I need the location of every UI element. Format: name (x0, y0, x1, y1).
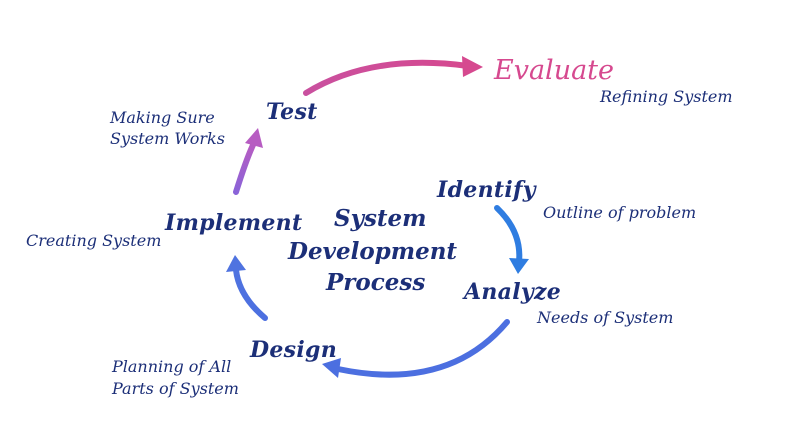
stage-label-implement: Implement (165, 210, 303, 236)
stage-label-design: Design (250, 337, 337, 363)
stage-description-identify: Outline of problem (543, 203, 697, 222)
arrow-implement-to-test (233, 128, 263, 195)
arrow-analyze-to-design (322, 319, 510, 378)
stage-description-evaluate: Refining System (600, 87, 733, 106)
stage-label-analyze: Analyze (464, 279, 562, 305)
arrow-identify-to-analyze (494, 205, 529, 274)
stage-description-test-line-2: System Works (110, 129, 225, 148)
stage-description-design-line-2: Parts of System (112, 379, 239, 398)
center-title-line-3: Process (326, 269, 426, 296)
stage-description-analyze: Needs of System (537, 308, 674, 327)
center-title-line-1: System (334, 205, 427, 232)
stage-label-test: Test (266, 99, 318, 125)
stage-description-implement: Creating System (26, 231, 162, 250)
stage-label-evaluate: Evaluate (494, 55, 615, 86)
center-title-line-2: Development (288, 238, 458, 265)
arrow-test-to-evaluate (303, 56, 483, 96)
stage-label-identify: Identify (437, 177, 536, 203)
arrow-design-to-implement (226, 255, 268, 321)
stage-description-design-line-1: Planning of All (112, 357, 232, 376)
stage-description-test-line-1: Making Sure (110, 108, 215, 127)
